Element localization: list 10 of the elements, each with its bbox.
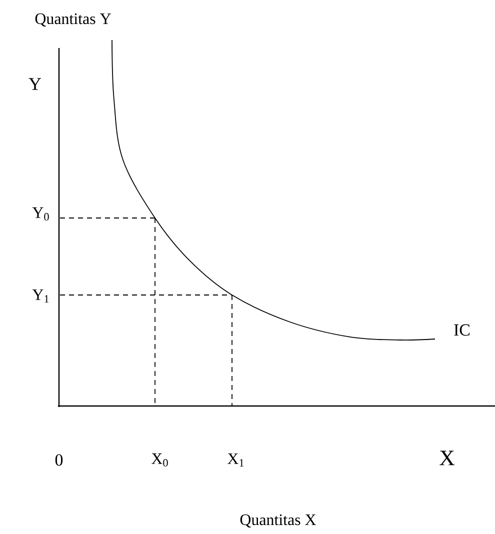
tick-label: Y$_{1}$: [32, 289, 49, 302]
axis-title: Quantitas X: [240, 514, 316, 528]
tick-label: 0: [55, 454, 63, 466]
axis-label: Y: [28, 78, 42, 90]
axis-title: Quantitas Y: [35, 13, 111, 27]
tick-label: X$_{0}$: [152, 453, 168, 467]
tick-label: Y$_{0}$: [32, 207, 49, 221]
tick-label: X$_{1}$: [228, 453, 244, 466]
axis-label: X: [440, 450, 455, 466]
curve-label: IC: [454, 324, 470, 336]
